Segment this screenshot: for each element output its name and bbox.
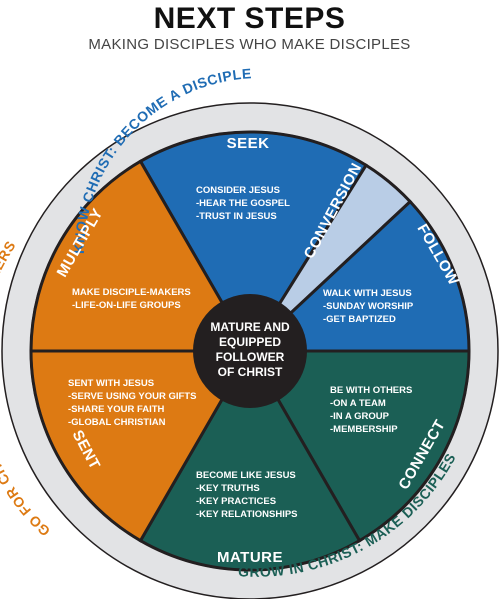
segment-details-multiply: MAKE DISCIPLE-MAKERS -LIFE-ON-LIFE GROUP… bbox=[72, 287, 191, 311]
detail-line: -SUNDAY WORSHIP bbox=[323, 301, 414, 312]
detail-line: -SERVE USING YOUR GIFTS bbox=[68, 391, 196, 402]
segment-details-follow: WALK WITH JESUS -SUNDAY WORSHIP -GET BAP… bbox=[323, 288, 414, 325]
detail-line: -TRUST IN JESUS bbox=[196, 211, 277, 222]
page-title: NEXT STEPS bbox=[153, 2, 346, 35]
detail-line: -HEAR THE GOSPEL bbox=[196, 198, 290, 209]
segment-details-mature: BECOME LIKE JESUS -KEY TRUTHS -KEY PRACT… bbox=[196, 470, 298, 520]
detail-line: -GLOBAL CHRISTIAN bbox=[68, 417, 166, 428]
detail-line: -KEY RELATIONSHIPS bbox=[196, 509, 298, 520]
center-text-line: EQUIPPED bbox=[219, 335, 281, 349]
detail-line: -GET BAPTIZED bbox=[323, 314, 396, 325]
detail-line: -SHARE YOUR FAITH bbox=[68, 404, 165, 415]
detail-line: WALK WITH JESUS bbox=[323, 288, 412, 299]
detail-line: BE WITH OTHERS bbox=[330, 385, 412, 396]
center-text-line: MATURE AND bbox=[210, 320, 290, 334]
detail-line: SENT WITH JESUS bbox=[68, 378, 154, 389]
detail-line: BECOME LIKE JESUS bbox=[196, 470, 296, 481]
segment-details-sent: SENT WITH JESUS -SERVE USING YOUR GIFTS … bbox=[68, 378, 196, 428]
center-hub bbox=[193, 294, 307, 408]
page-subtitle: MAKING DISCIPLES WHO MAKE DISCIPLES bbox=[88, 36, 411, 53]
segment-name-seek: SEEK bbox=[227, 135, 270, 152]
segment-details-connect: BE WITH OTHERS -ON A TEAM -IN A GROUP -M… bbox=[330, 385, 412, 435]
detail-line: -ON A TEAM bbox=[330, 398, 386, 409]
center-text-line: FOLLOWER bbox=[216, 350, 285, 364]
center-text-line: OF CHRIST bbox=[218, 365, 283, 379]
detail-line: -LIFE-ON-LIFE GROUPS bbox=[72, 300, 181, 311]
detail-line: -MEMBERSHIP bbox=[330, 424, 398, 435]
segment-name-mature: MATURE bbox=[217, 549, 283, 566]
detail-line: -IN A GROUP bbox=[330, 411, 390, 422]
wheel-border bbox=[29, 130, 471, 572]
detail-line: -KEY TRUTHS bbox=[196, 483, 260, 494]
detail-line: CONSIDER JESUS bbox=[196, 185, 280, 196]
detail-line: -KEY PRACTICES bbox=[196, 496, 276, 507]
segment-details-seek: CONSIDER JESUS -HEAR THE GOSPEL -TRUST I… bbox=[196, 185, 290, 222]
detail-line: MAKE DISCIPLE-MAKERS bbox=[72, 287, 191, 298]
